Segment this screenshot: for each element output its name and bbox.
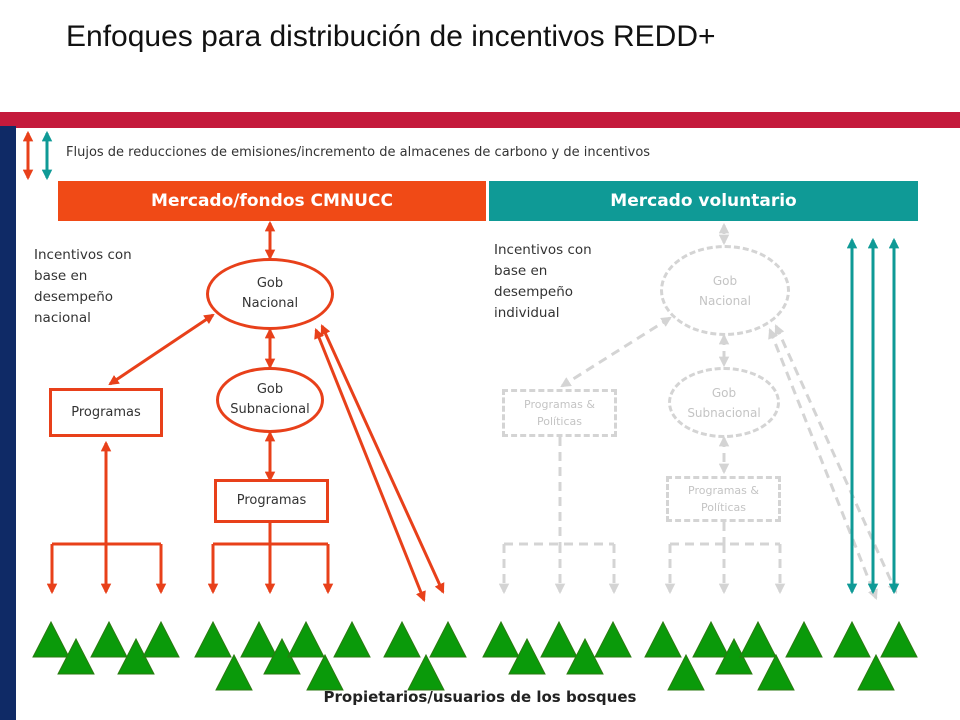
legend-arrows	[22, 130, 53, 181]
node-gob-nacional: Gob Nacional	[206, 258, 334, 330]
header-voluntary-market: Mercado voluntario	[489, 181, 918, 221]
node-gob-nacional-voluntary: Gob Nacional	[660, 245, 790, 336]
header-unfccc-market: Mercado/fondos CMNUCC	[58, 181, 486, 221]
node-programas-1-label: Programas	[71, 404, 141, 420]
top-accent-band	[0, 112, 960, 128]
left-flow-arrows	[46, 220, 445, 602]
forest-owners-trees	[32, 620, 918, 691]
node-gob-subnacional-label: Gob Subnacional	[230, 382, 310, 417]
legend-text: Flujos de reducciones de emisiones/incre…	[66, 145, 651, 160]
node-programas-politicas-2: Programas & Políticas	[666, 476, 781, 522]
note-individual-performance: Incentivos con base en desempeño individ…	[494, 242, 592, 321]
voluntary-direct-arrows	[846, 237, 900, 595]
node-gob-subnacional-voluntary: Gob Subnacional	[668, 367, 780, 438]
note-national-performance: Incentivos con base en desempeño naciona…	[34, 247, 132, 326]
node-gob-subnacional: Gob Subnacional	[216, 367, 324, 433]
slide-title: Enfoques para distribución de incentivos…	[66, 20, 716, 53]
node-gob-subnacional-voluntary-label: Gob Subnacional	[687, 385, 761, 420]
left-accent-bar	[0, 126, 16, 720]
node-programas-politicas-2-label: Programas & Políticas	[688, 484, 759, 514]
node-gob-nacional-voluntary-label: Gob Nacional	[699, 273, 751, 308]
node-programas-2: Programas	[214, 479, 329, 523]
node-gob-nacional-label: Gob Nacional	[241, 276, 299, 311]
node-programas-politicas-1: Programas & Políticas	[502, 389, 617, 437]
node-programas-1: Programas	[49, 388, 163, 437]
right-flow-arrows	[498, 222, 898, 600]
node-programas-2-label: Programas	[236, 493, 307, 508]
node-programas-politicas-1-label: Programas & Políticas	[524, 398, 595, 428]
forest-owners-caption: Propietarios/usuarios de los bosques	[323, 688, 637, 706]
